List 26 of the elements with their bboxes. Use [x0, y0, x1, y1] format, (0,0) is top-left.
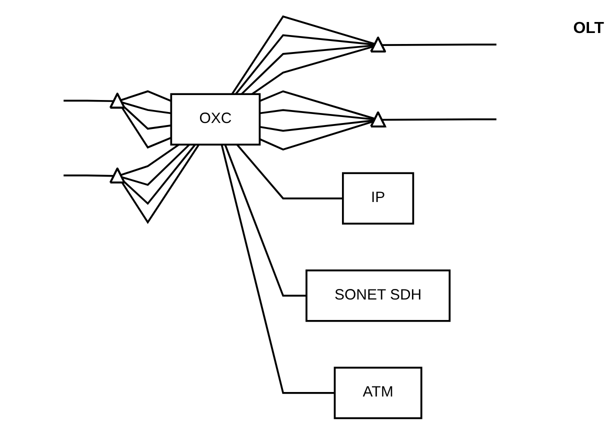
connector	[224, 144, 306, 296]
node-box: ATM	[334, 366, 422, 419]
node-box: IP	[342, 172, 414, 224]
connector	[260, 108, 376, 120]
connector	[236, 144, 343, 199]
connector	[122, 144, 200, 224]
side-label: OLT	[573, 20, 604, 38]
connector	[382, 118, 496, 120]
connector	[64, 174, 114, 177]
connector	[260, 119, 375, 132]
connector	[382, 43, 496, 46]
connector	[122, 101, 172, 114]
connector	[122, 107, 172, 148]
node-box: SONET SDH	[306, 269, 451, 322]
connector	[120, 144, 180, 176]
connector	[231, 15, 376, 94]
node-box: OXC	[170, 92, 261, 146]
connector	[220, 144, 335, 394]
connector	[122, 144, 190, 186]
connector	[120, 90, 172, 102]
connector	[259, 90, 376, 120]
connector	[124, 144, 196, 205]
connector	[124, 106, 172, 130]
connector	[259, 120, 375, 150]
connector	[64, 99, 114, 102]
connector	[235, 34, 376, 94]
